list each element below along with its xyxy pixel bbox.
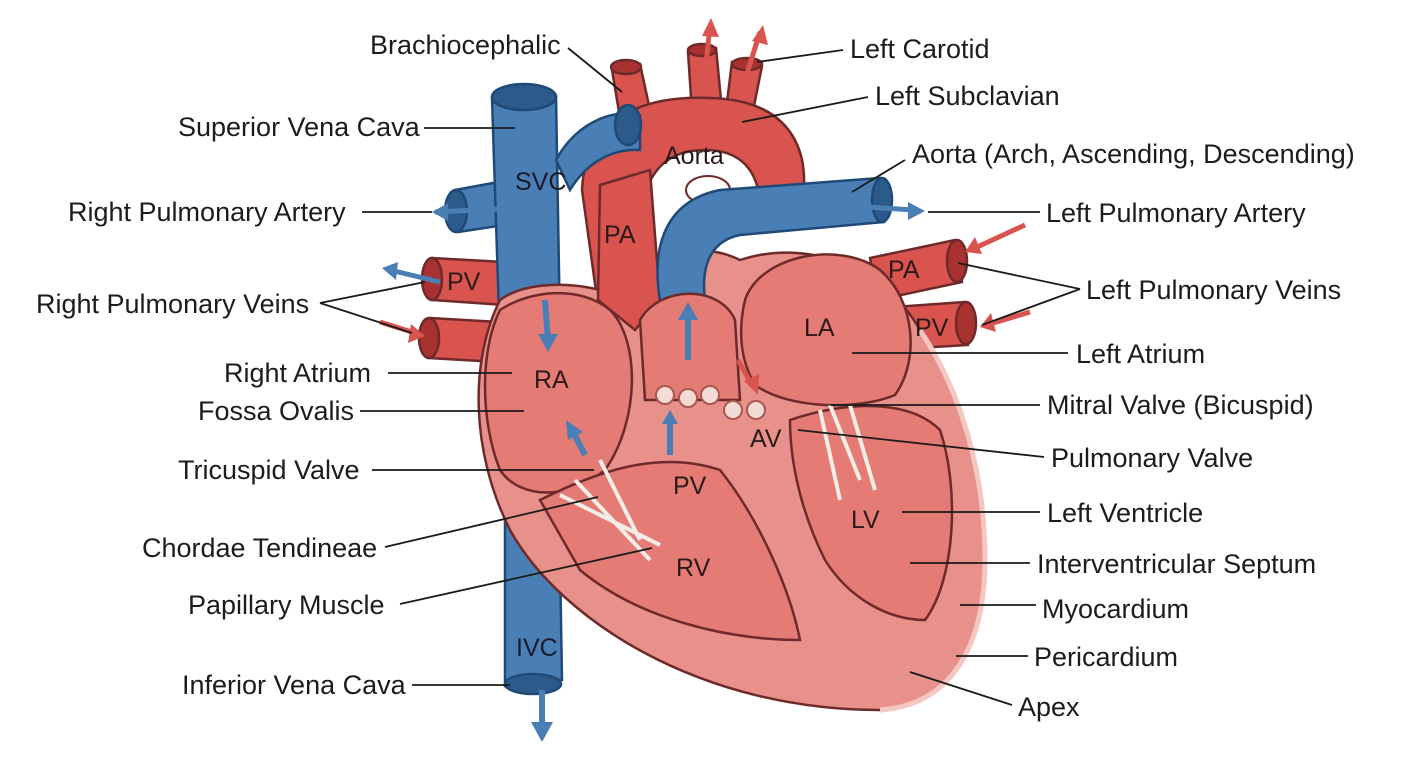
av-label: AV — [750, 425, 782, 453]
label-pulmonary-valve: Pulmonary Valve — [1051, 443, 1253, 473]
la-label: LA — [804, 314, 835, 342]
label-left-carotid: Left Carotid — [850, 34, 990, 64]
label-right-pulmonary-veins: Right Pulmonary Veins — [36, 289, 309, 319]
right-ventricle-chamber — [538, 460, 802, 642]
label-left-ventricle: Left Ventricle — [1047, 498, 1203, 528]
rv-label: RV — [676, 554, 711, 582]
svc-internal-label: SVC — [515, 168, 566, 196]
label-mitral-valve: Mitral Valve (Bicuspid) — [1047, 390, 1314, 420]
pv-right-label: PV — [447, 268, 481, 296]
label-papillary-muscle: Papillary Muscle — [188, 590, 385, 620]
label-left-pulmonary-artery: Left Pulmonary Artery — [1046, 198, 1306, 228]
valve-leaflets — [655, 385, 766, 420]
flow-arrows — [379, 18, 1031, 742]
label-pericardium: Pericardium — [1034, 642, 1178, 672]
pv-valve-label: PV — [673, 472, 707, 500]
pa-trunk-label: PA — [604, 221, 636, 249]
label-aorta-full: Aorta (Arch, Ascending, Descending) — [912, 139, 1355, 169]
label-myocardium: Myocardium — [1042, 594, 1189, 624]
pv-left-label: PV — [915, 314, 949, 342]
ra-label: RA — [534, 366, 569, 394]
lv-label: LV — [851, 506, 880, 534]
label-chordae-tendineae: Chordae Tendineae — [142, 533, 377, 563]
ivc-label: IVC — [516, 634, 558, 662]
label-apex: Apex — [1018, 692, 1080, 722]
pa-left-label: PA — [888, 256, 920, 284]
chordae-strands — [559, 404, 877, 562]
label-left-pulmonary-veins: Left Pulmonary Veins — [1086, 275, 1341, 305]
label-left-atrium: Left Atrium — [1076, 339, 1205, 369]
leader-lines — [319, 47, 1081, 706]
label-left-subclavian: Left Subclavian — [875, 81, 1060, 111]
left-atrium-chamber — [739, 253, 912, 407]
label-fossa-ovalis: Fossa Ovalis — [198, 396, 354, 426]
pulmonary-artery-arch — [656, 176, 894, 302]
svc-curve — [554, 103, 643, 193]
label-tricuspid-valve: Tricuspid Valve — [178, 455, 360, 485]
label-interventricular-septum: Interventricular Septum — [1037, 549, 1316, 579]
label-right-pulmonary-artery: Right Pulmonary Artery — [68, 197, 346, 227]
label-brachiocephalic: Brachiocephalic — [370, 30, 561, 60]
label-inferior-vena-cava: Inferior Vena Cava — [182, 670, 407, 700]
aorta-internal-label: Aorta — [664, 142, 724, 170]
label-superior-vena-cava: Superior Vena Cava — [178, 112, 421, 142]
label-right-atrium: Right Atrium — [224, 358, 371, 388]
